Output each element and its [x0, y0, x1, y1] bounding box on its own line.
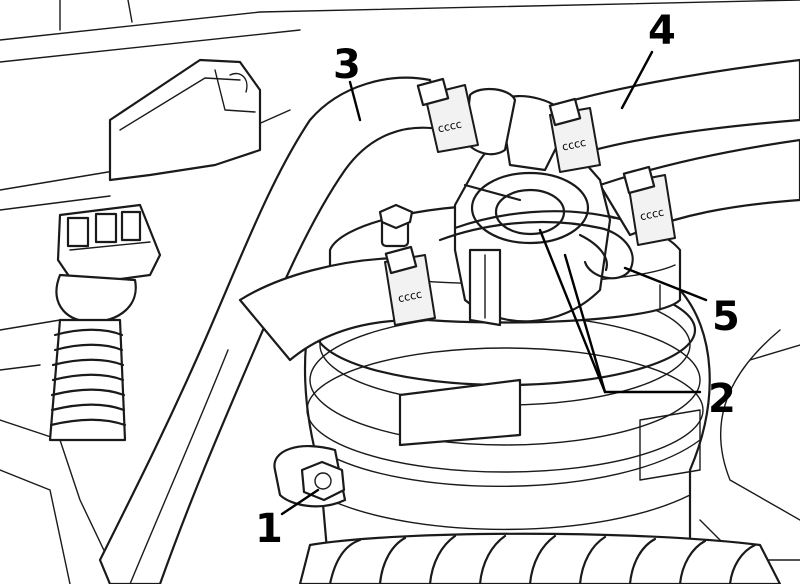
- leader-4: [620, 50, 654, 110]
- leader-3: [348, 80, 362, 122]
- leader-5: [623, 266, 708, 302]
- leader-2b: [563, 253, 607, 394]
- callout-1: 1: [255, 506, 283, 552]
- hose-clamp: cccc: [384, 245, 436, 326]
- callout-3: 3: [333, 42, 361, 88]
- hose-clamps: cccc cccc cccc cccc: [384, 77, 676, 326]
- mounting-bolt: [273, 445, 347, 508]
- svg-text:cccc: cccc: [437, 118, 463, 136]
- corrugated-hose: [48, 318, 127, 442]
- leader-1: [280, 488, 320, 516]
- hose-clamp: cccc: [622, 165, 676, 246]
- hose-clamp: cccc: [416, 77, 479, 153]
- lower-boot: [298, 532, 782, 584]
- callout-4: 4: [648, 8, 676, 54]
- hose-clamp: cccc: [548, 97, 601, 173]
- callout-numbers: 1 2 3 4 5: [255, 8, 740, 552]
- svg-text:cccc: cccc: [639, 206, 665, 224]
- callout-2: 2: [708, 376, 736, 422]
- leader-lines: [280, 50, 708, 516]
- head-bolt: [378, 203, 414, 248]
- svg-text:cccc: cccc: [397, 288, 423, 306]
- callout-5: 5: [712, 294, 740, 340]
- retaining-clip: [438, 183, 634, 280]
- electrical-connector: [55, 203, 162, 324]
- svg-text:cccc: cccc: [561, 136, 587, 154]
